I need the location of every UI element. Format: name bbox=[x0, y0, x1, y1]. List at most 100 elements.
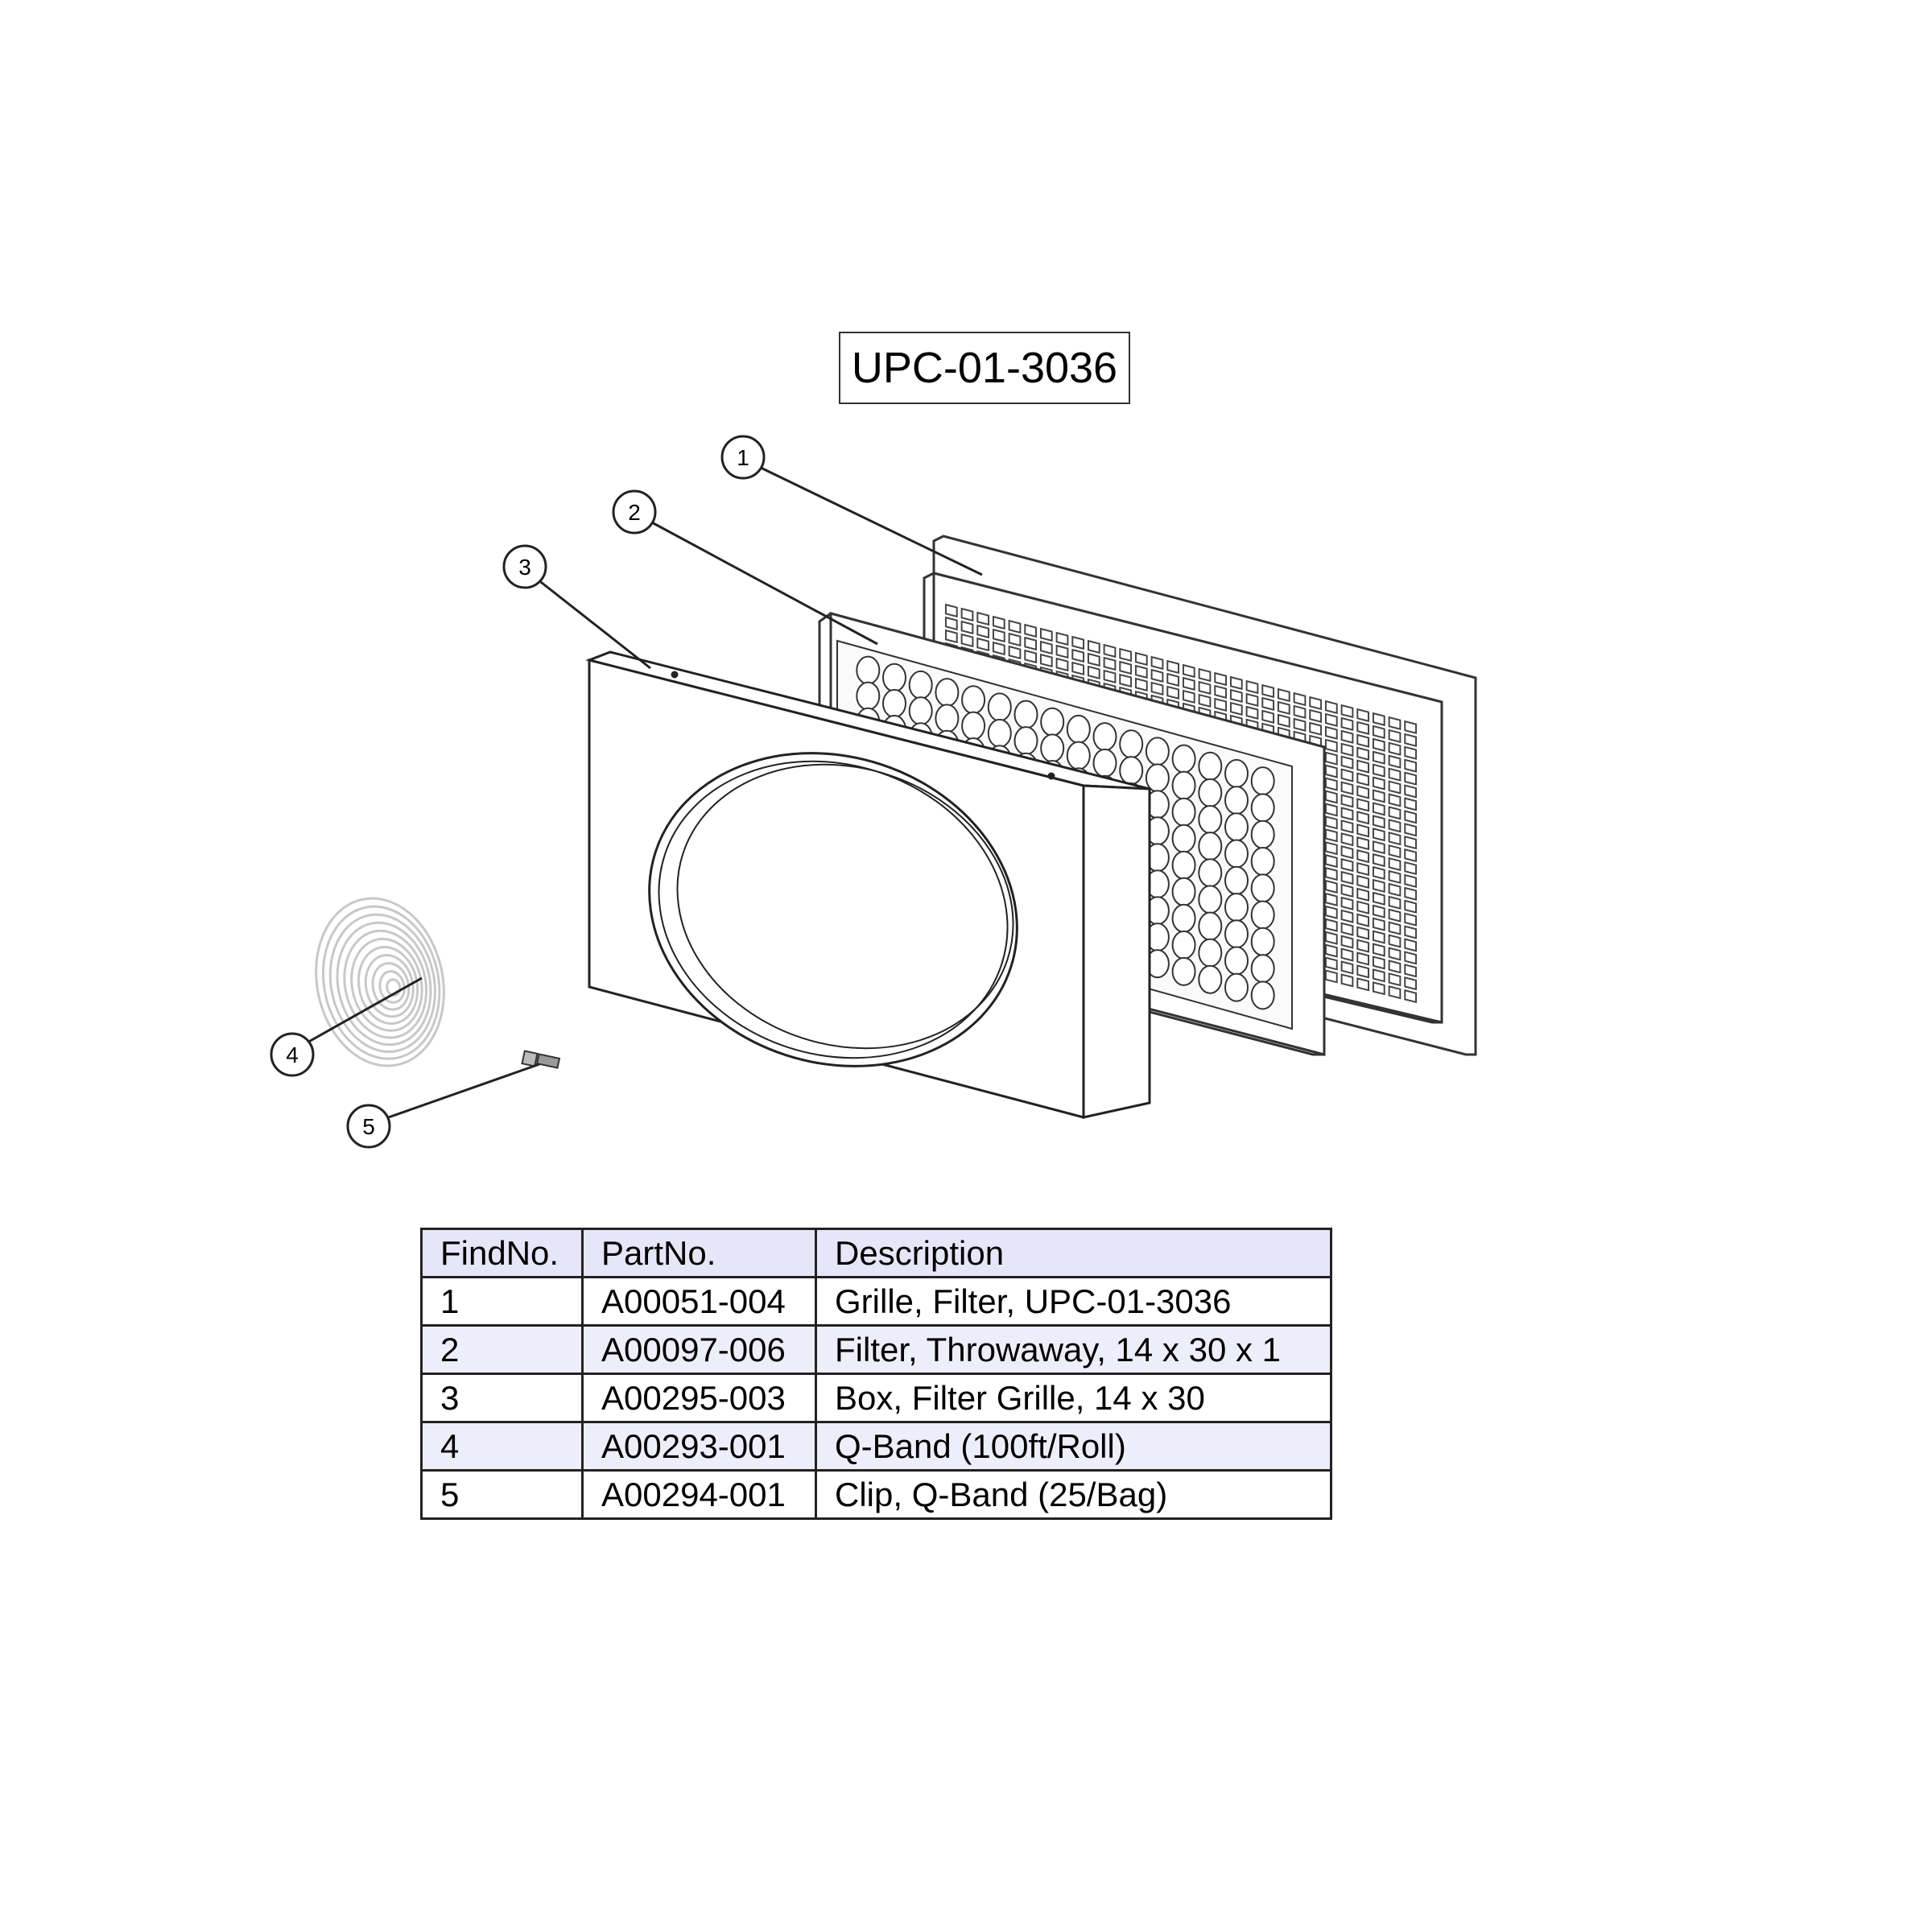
grille-square bbox=[1404, 964, 1418, 978]
grille-square bbox=[1356, 913, 1370, 927]
grille-square bbox=[1340, 832, 1354, 847]
part-5-q-band-clip bbox=[521, 1050, 561, 1069]
filter-hole bbox=[1224, 839, 1249, 869]
q-band-coil bbox=[386, 978, 402, 997]
q-band-coil bbox=[378, 970, 406, 1004]
grille-square bbox=[1372, 789, 1385, 803]
grille-square bbox=[944, 616, 958, 631]
filter-hole bbox=[1171, 770, 1196, 800]
svg-text:2: 2 bbox=[628, 500, 641, 525]
grille-square bbox=[1245, 692, 1259, 708]
filter-hole bbox=[1171, 956, 1196, 986]
grille-square bbox=[992, 615, 1005, 630]
grille-square bbox=[1324, 751, 1338, 766]
grille-square bbox=[1324, 738, 1338, 753]
q-band-coil bbox=[321, 905, 441, 1060]
grille-square bbox=[1103, 656, 1117, 671]
grille-square bbox=[1388, 793, 1402, 807]
header-part-no: PartNo. bbox=[581, 1228, 817, 1278]
filter-hole bbox=[961, 711, 986, 741]
grille-square bbox=[1372, 776, 1385, 791]
grille-square bbox=[1388, 819, 1402, 833]
grille-square bbox=[1372, 878, 1385, 893]
grille-square bbox=[1388, 934, 1402, 948]
grille-square bbox=[1372, 815, 1385, 829]
grille-square bbox=[1324, 853, 1338, 869]
grille-square bbox=[1103, 669, 1117, 684]
filter-hole bbox=[856, 681, 881, 711]
grille-square bbox=[1404, 745, 1418, 760]
callout-bubbles: 1 2 3 4 5 bbox=[270, 435, 766, 1149]
header-find-no: FindNo. bbox=[420, 1228, 584, 1278]
grille-square bbox=[1245, 679, 1259, 695]
grille-square bbox=[1039, 627, 1053, 642]
filter-hole bbox=[856, 655, 881, 685]
grille-square bbox=[1356, 926, 1370, 940]
filter-hole bbox=[1198, 885, 1223, 914]
filter-hole bbox=[1013, 726, 1038, 756]
table-row: 4 A00293-001 Q-Band (100ft/Roll) bbox=[420, 1421, 1332, 1472]
grille-square bbox=[1356, 836, 1370, 851]
grille-square bbox=[1324, 777, 1338, 791]
filter-hole bbox=[1119, 729, 1144, 759]
grille-square bbox=[1404, 912, 1418, 927]
filter-hole bbox=[961, 685, 986, 715]
grille-square bbox=[1356, 861, 1370, 877]
filter-hole bbox=[1171, 877, 1196, 906]
filter-hole bbox=[1224, 865, 1249, 895]
filter-hole bbox=[1198, 938, 1223, 968]
q-band-coil bbox=[315, 897, 445, 1067]
q-band-coil bbox=[364, 954, 415, 1018]
grille-square bbox=[1324, 879, 1338, 894]
grille-square bbox=[1388, 947, 1402, 961]
grille-square bbox=[1372, 763, 1385, 778]
filter-hole bbox=[1198, 832, 1223, 861]
filter-hole bbox=[1013, 700, 1038, 729]
grille-square bbox=[1024, 636, 1038, 651]
grille-square bbox=[1372, 943, 1385, 957]
grille-square bbox=[1150, 681, 1164, 696]
grille-square bbox=[1119, 660, 1133, 675]
grille-square bbox=[1340, 742, 1354, 757]
grille-square bbox=[1214, 697, 1228, 712]
grille-square bbox=[992, 641, 1005, 656]
grille-square bbox=[1340, 947, 1354, 962]
grille-square bbox=[1087, 652, 1100, 667]
grille-square bbox=[1388, 921, 1402, 935]
grille-square bbox=[1388, 908, 1402, 923]
grille-square bbox=[1324, 918, 1338, 932]
grille-square bbox=[1404, 848, 1418, 863]
filter-hole bbox=[1066, 741, 1091, 770]
grille-square bbox=[1324, 764, 1338, 778]
grille-square bbox=[1356, 811, 1370, 825]
filter-hole bbox=[908, 696, 933, 726]
grille-square bbox=[1372, 968, 1385, 983]
grille-square bbox=[1356, 733, 1370, 748]
filter-hole bbox=[1250, 873, 1275, 903]
cell-part-no: A00293-001 bbox=[581, 1421, 817, 1472]
grille-square bbox=[1356, 824, 1370, 838]
grille-square bbox=[1166, 659, 1180, 675]
cell-part-no: A00051-004 bbox=[581, 1276, 817, 1327]
filter-hole bbox=[1145, 763, 1170, 793]
grille-square bbox=[1404, 899, 1418, 914]
grille-square bbox=[1277, 700, 1290, 716]
filter-hole bbox=[1040, 733, 1065, 763]
grille-square bbox=[1324, 931, 1338, 945]
filter-hole bbox=[1250, 819, 1275, 849]
grille-square bbox=[1324, 815, 1338, 830]
grille-square bbox=[944, 603, 958, 618]
grille-square bbox=[1356, 900, 1370, 914]
grille-square bbox=[1340, 935, 1354, 949]
grille-square bbox=[1340, 819, 1354, 834]
grille-square bbox=[1388, 767, 1402, 782]
grille-square bbox=[1150, 655, 1164, 671]
grille-square bbox=[1087, 639, 1100, 654]
filter-hole bbox=[1250, 766, 1275, 796]
grille-square bbox=[1388, 806, 1402, 820]
grille-square bbox=[1356, 746, 1370, 761]
grille-square bbox=[1293, 704, 1307, 720]
filter-hole bbox=[1092, 748, 1117, 778]
grille-square bbox=[1039, 640, 1053, 655]
